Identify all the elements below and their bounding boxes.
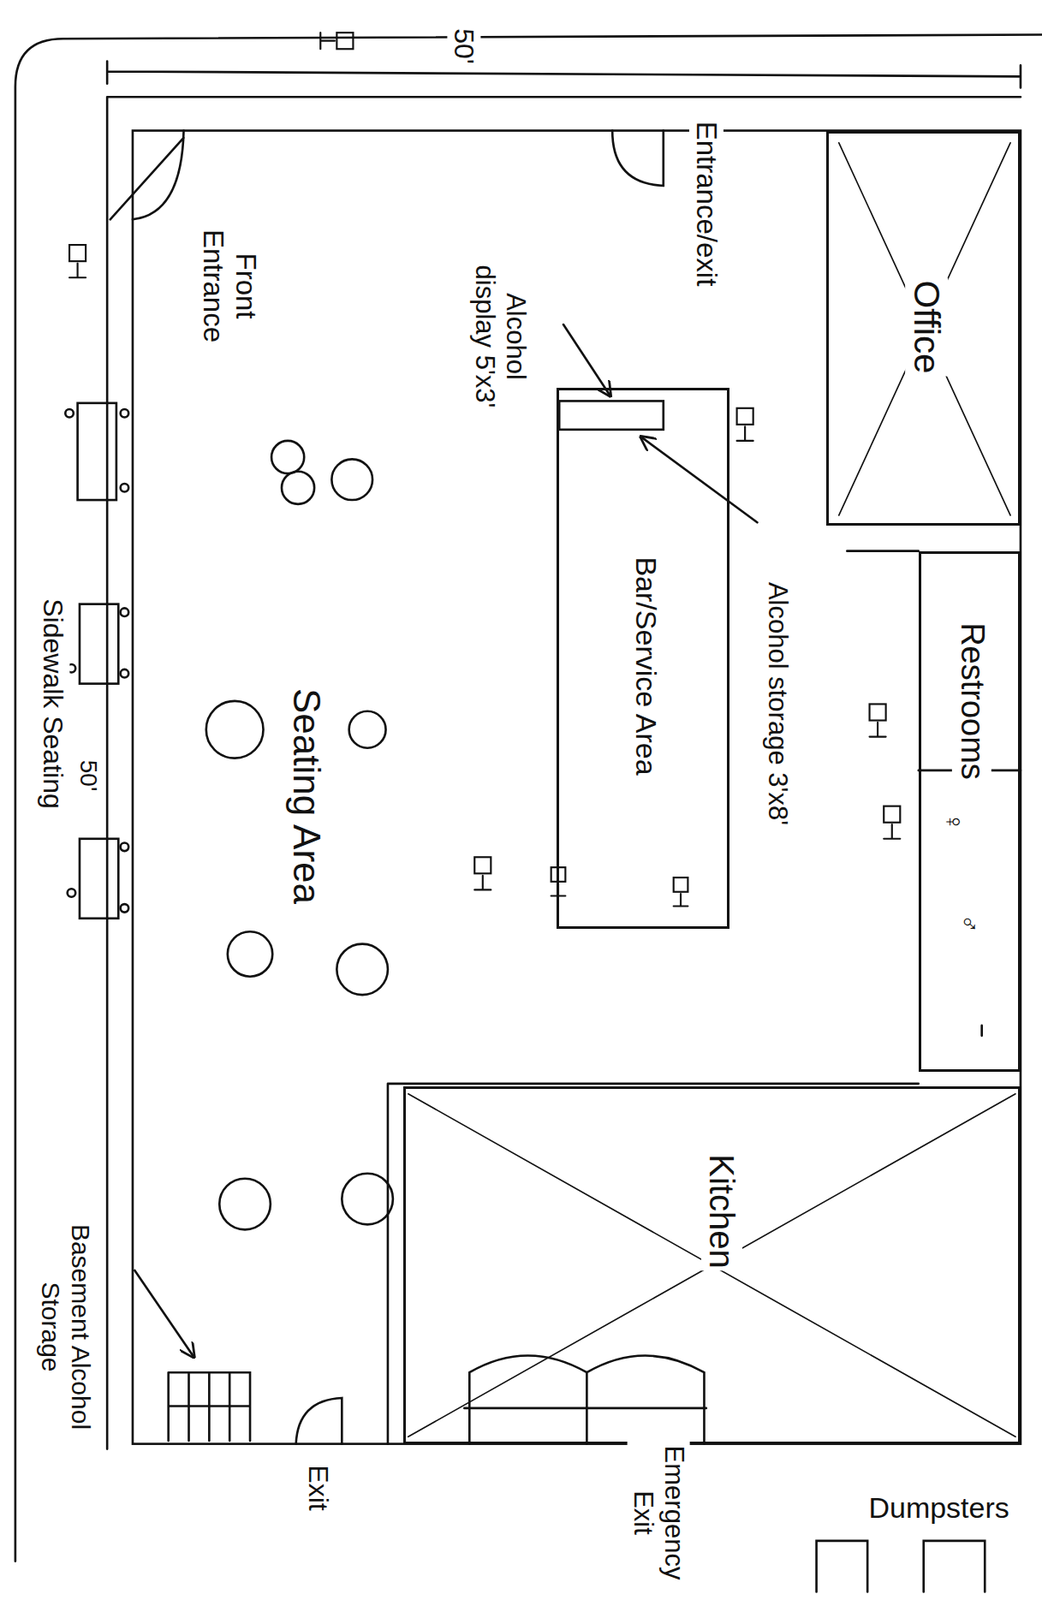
seating-tables bbox=[206, 440, 393, 1230]
sidewalk-line bbox=[107, 96, 1021, 1449]
sidewalk-tables bbox=[65, 403, 129, 919]
dt-symbol bbox=[69, 32, 900, 906]
room-label: Restrooms bbox=[952, 620, 993, 784]
sidewalk-edge bbox=[15, 35, 1042, 1562]
kitchen-room: Kitchen bbox=[403, 1086, 1021, 1444]
door-label: Entrance/exit bbox=[689, 119, 724, 290]
office-room: Office bbox=[826, 130, 1020, 526]
dimension-line bbox=[107, 61, 1021, 89]
alcohol-display bbox=[559, 400, 664, 429]
area-label: Alcohol display 5'x3' bbox=[468, 261, 531, 412]
entrance-door bbox=[612, 130, 664, 186]
area-label: Seating Area bbox=[283, 685, 329, 907]
dumpster bbox=[816, 1541, 986, 1593]
exit-door bbox=[296, 1398, 343, 1445]
dimension-label: 50' bbox=[447, 25, 482, 67]
area-label: Alcohol storage 3'x8' bbox=[761, 579, 794, 828]
area-label: Dumpsters bbox=[865, 1490, 1012, 1526]
leader-arrow bbox=[134, 1270, 194, 1358]
door-label: Front Entrance bbox=[196, 214, 263, 358]
dimension-label: 50' bbox=[72, 757, 102, 795]
restroom-divider bbox=[918, 770, 1021, 1037]
leader-arrow bbox=[563, 324, 611, 396]
interior-wall bbox=[387, 551, 919, 1445]
kitchen-cross bbox=[408, 1094, 1016, 1438]
building-wall bbox=[132, 130, 1021, 1445]
area-label: Basement Alcohol Storage bbox=[35, 1191, 96, 1463]
door-label: Emergency Exit bbox=[626, 1429, 690, 1597]
office-cross bbox=[839, 142, 1011, 516]
room-label: Kitchen bbox=[701, 1152, 743, 1272]
area-label: Sidewalk Seating bbox=[36, 596, 71, 812]
restroom-symbol: ♀ bbox=[938, 809, 971, 834]
bar-service-area: Bar/Service Area bbox=[556, 387, 731, 929]
basement-stairs bbox=[168, 1372, 251, 1441]
restroom-area: Restrooms bbox=[918, 551, 1021, 1072]
front-door bbox=[110, 130, 185, 221]
door-label: Exit bbox=[301, 1462, 335, 1513]
restroom-symbol: ♂ bbox=[953, 911, 986, 936]
room-label: Bar/Service Area bbox=[627, 553, 663, 778]
leader-arrow bbox=[641, 436, 758, 523]
room-label: Office bbox=[905, 278, 948, 377]
